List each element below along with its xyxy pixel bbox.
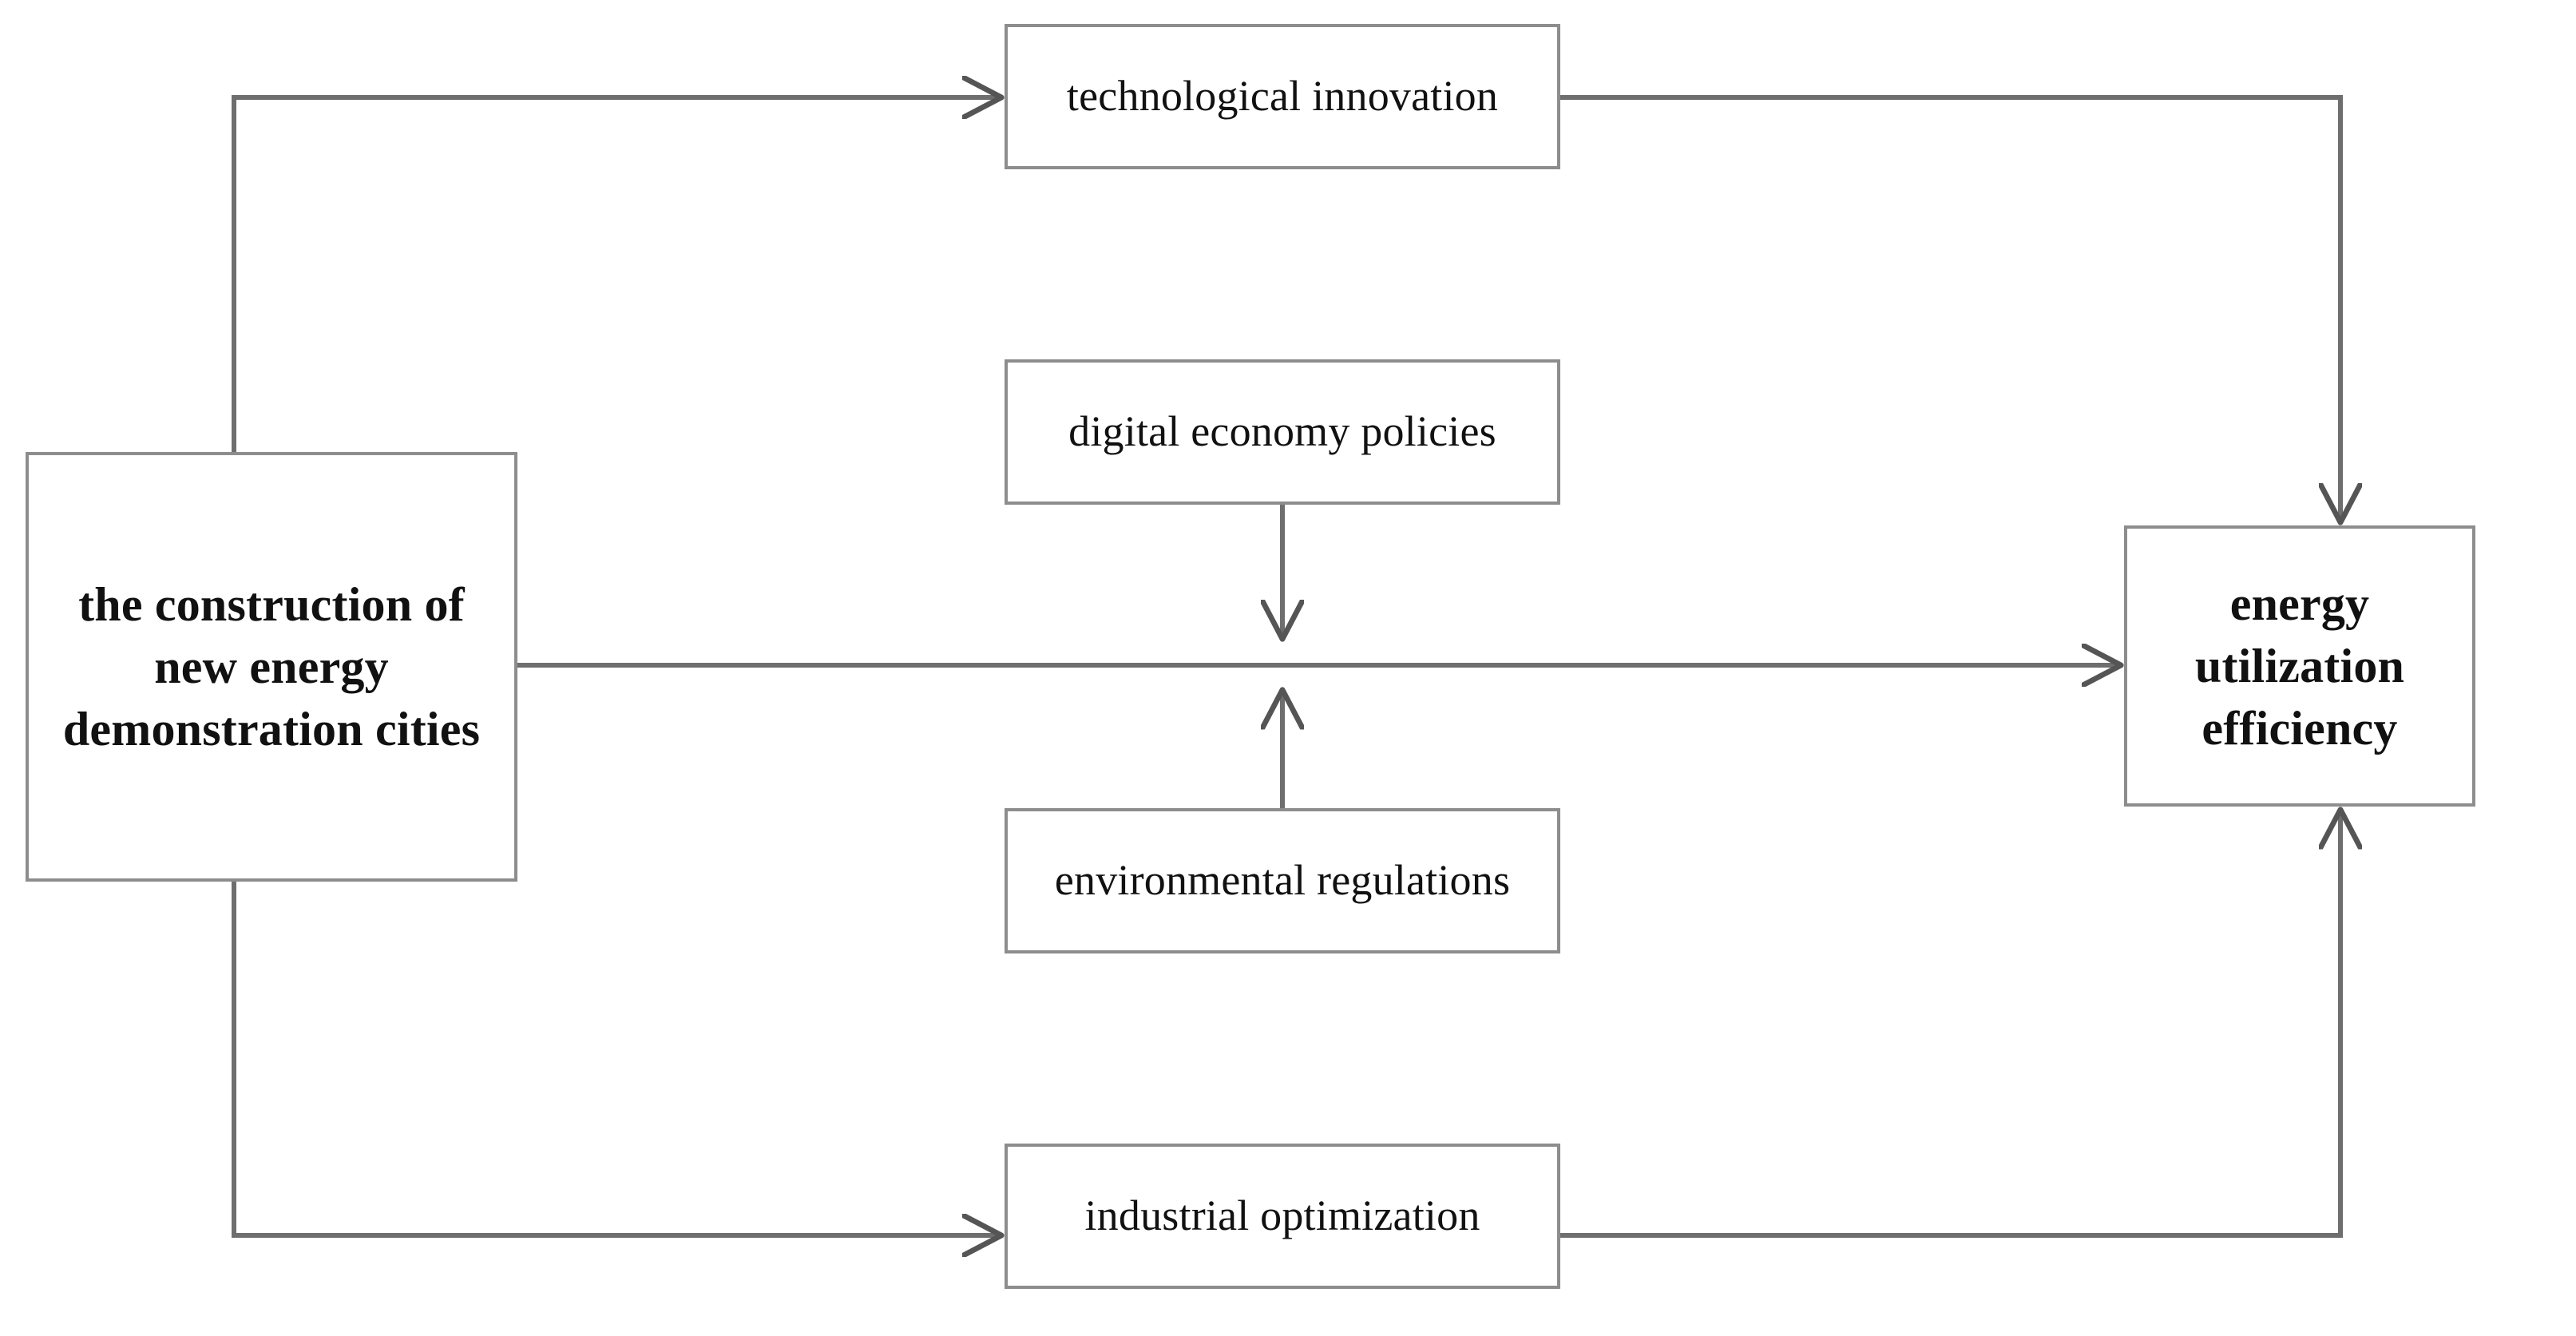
node-label: technological innovation	[1066, 72, 1499, 121]
node-construction-of-new-energy-demonstration-cities[interactable]: the construction of new energy demonstra…	[26, 452, 517, 882]
edge-industrial-optimization-to-target	[1560, 811, 2340, 1238]
node-technological-innovation[interactable]: technological innovation	[1005, 24, 1560, 169]
edge-source-to-technological-innovation	[232, 97, 1000, 452]
node-label: the construction of new energy demonstra…	[62, 578, 481, 755]
node-label: industrial optimization	[1084, 1191, 1480, 1240]
node-environmental-regulations[interactable]: environmental regulations	[1005, 808, 1560, 953]
node-energy-utilization-efficiency[interactable]: energy utilization efficiency	[2124, 525, 2475, 807]
node-industrial-optimization[interactable]: industrial optimization	[1005, 1144, 1560, 1289]
node-digital-economy-policies[interactable]: digital economy policies	[1005, 359, 1560, 505]
node-label: digital economy policies	[1068, 407, 1496, 456]
node-label: environmental regulations	[1054, 856, 1511, 905]
node-label: energy utilization efficiency	[2194, 577, 2405, 755]
edge-technological-innovation-to-target	[1560, 95, 2340, 521]
edge-source-to-industrial-optimization	[232, 882, 1000, 1235]
